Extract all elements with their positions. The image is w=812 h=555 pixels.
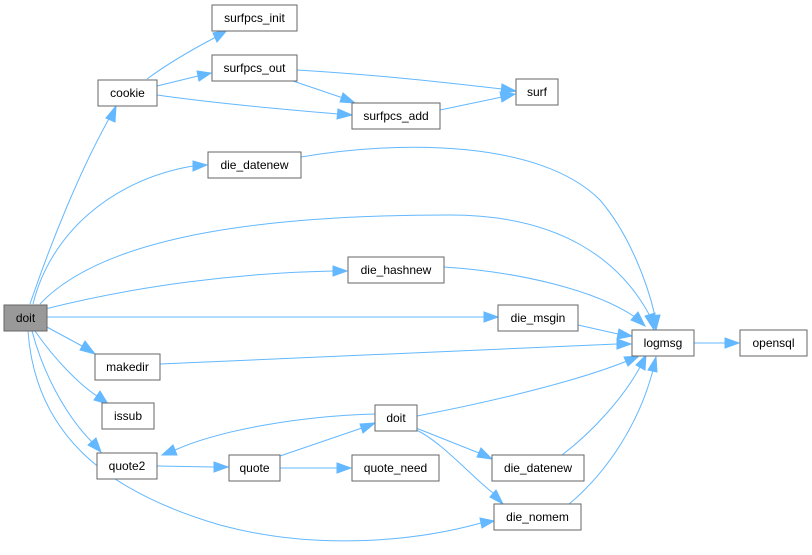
node-doit-root[interactable]: doit [3, 304, 48, 332]
node-die-nomem[interactable]: die_nomem [493, 503, 582, 531]
node-logmsg[interactable]: logmsg [631, 329, 695, 357]
node-label: die_datenew [220, 158, 288, 172]
node-label: makedir [106, 360, 149, 374]
node-label: surf [527, 85, 548, 99]
edge-doit-die-nomem [27, 330, 496, 542]
edge-logmsg-opensql [694, 337, 741, 349]
node-die-hashnew[interactable]: die_hashnew [347, 256, 445, 284]
edge-surfpcs-out-surf [296, 69, 518, 95]
node-label: surfpcs_init [224, 11, 285, 25]
edge-doit-die-datenew-top [32, 160, 209, 305]
edge-surfpcs-add-surf [439, 91, 517, 111]
node-label: surfpcs_add [363, 109, 428, 123]
node-makedir[interactable]: makedir [94, 353, 161, 381]
edge-die-msgin-logmsg [577, 324, 634, 340]
edge-doit-die-hashnew [44, 265, 349, 310]
edge-cookie-surfpcs-out [156, 70, 213, 87]
edge-die-datenew-bottom-logmsg [561, 353, 647, 456]
node-quote[interactable]: quote [228, 454, 281, 482]
node-label: doit [16, 311, 36, 325]
edge-quote-quote-need [280, 462, 353, 474]
node-quote2[interactable]: quote2 [96, 452, 158, 480]
edge-doit-inner-logmsg [416, 355, 641, 417]
node-layer: doit cookie surfpcs_init surfpcs_out sur… [3, 4, 808, 531]
node-label: die_datenew [504, 461, 572, 475]
node-issub[interactable]: issub [101, 402, 155, 430]
edge-quote-doit-inner [279, 422, 377, 457]
node-surfpcs-out[interactable]: surfpcs_out [211, 54, 298, 82]
node-die-datenew-bottom[interactable]: die_datenew [491, 454, 585, 482]
edge-doit-inner-die-datenew-bottom [415, 427, 494, 460]
edge-doit-inner-die-nomem [413, 428, 505, 506]
edge-doit-makedir [44, 325, 97, 355]
edge-doit-cookie [29, 104, 117, 305]
node-die-datenew-top[interactable]: die_datenew [207, 151, 302, 179]
edge-doit-issub [34, 330, 110, 405]
node-quote-need[interactable]: quote_need [351, 454, 440, 482]
node-label: cookie [110, 86, 145, 100]
node-doit-inner[interactable]: doit [374, 404, 418, 432]
edge-surfpcs-out-surfpcs-add [289, 79, 357, 104]
node-opensql[interactable]: opensql [739, 329, 808, 357]
edge-doit-quote2 [31, 330, 102, 454]
edge-die-hashnew-logmsg [443, 266, 647, 327]
edge-makedir-logmsg [159, 338, 633, 365]
node-surf[interactable]: surf [515, 78, 559, 106]
node-label: die_msgin [511, 311, 566, 325]
node-label: die_nomem [506, 510, 569, 524]
node-surfpcs-add[interactable]: surfpcs_add [351, 102, 441, 130]
node-label: quote_need [364, 461, 427, 475]
node-label: opensql [752, 336, 794, 350]
node-label: logmsg [644, 336, 683, 350]
edge-quote2-quote [156, 461, 230, 473]
edge-cookie-surfpcs-add [156, 94, 354, 120]
node-label: surfpcs_out [223, 61, 286, 75]
node-label: quote2 [109, 459, 146, 473]
edge-doit-die-msgin [47, 311, 500, 323]
edge-layer [27, 29, 741, 542]
node-label: issub [114, 409, 142, 423]
node-label: quote [239, 461, 269, 475]
node-label: die_hashnew [361, 263, 432, 277]
node-die-msgin[interactable]: die_msgin [497, 304, 579, 332]
edge-die-datenew-top-logmsg [300, 146, 661, 332]
node-label: doit [386, 411, 406, 425]
edge-doit-inner-quote2 [160, 413, 376, 456]
edge-die-nomem-logmsg [567, 355, 658, 506]
node-surfpcs-init[interactable]: surfpcs_init [211, 4, 298, 32]
node-cookie[interactable]: cookie [97, 79, 158, 107]
